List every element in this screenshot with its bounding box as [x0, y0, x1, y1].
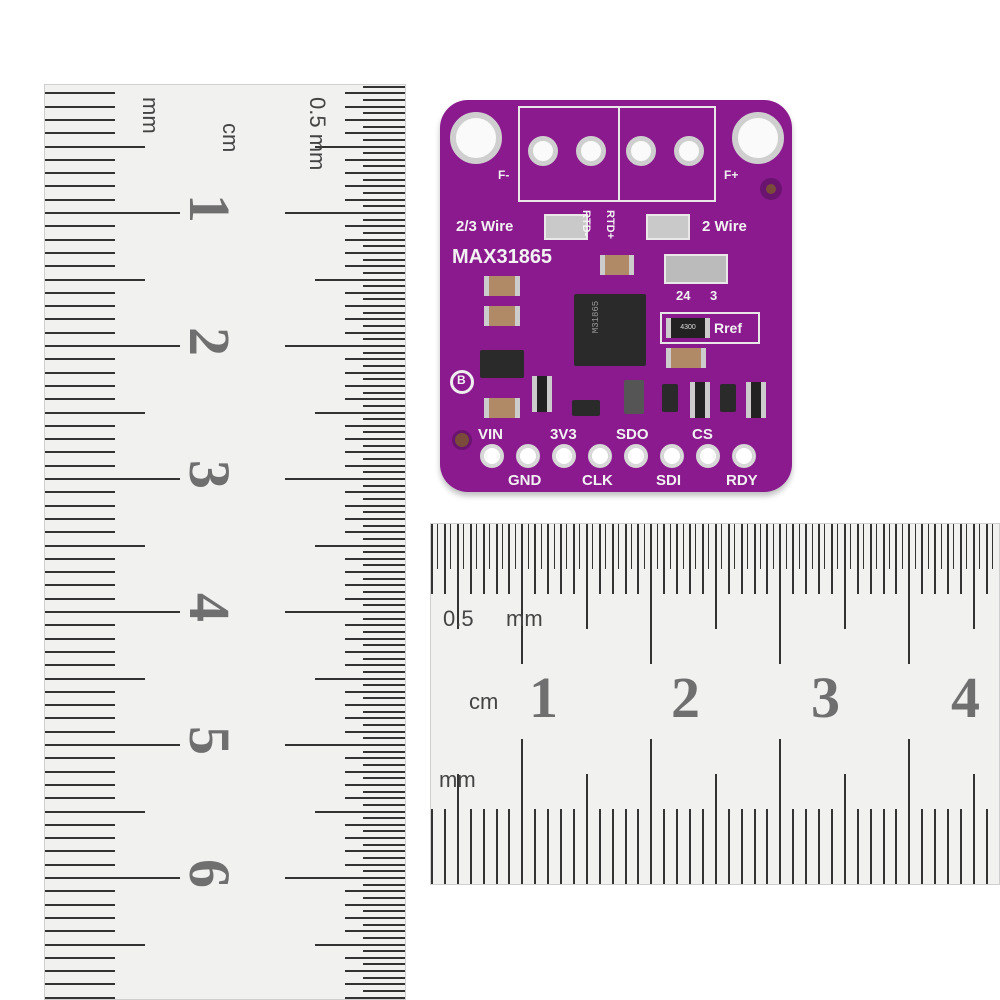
label-3v3: 3V3	[550, 426, 577, 443]
rref-resistor: 4300	[666, 318, 710, 338]
header-jumper-24-3	[664, 254, 728, 284]
vertical-ruler: mm cm 0.5 mm 1 2 3 4 5 6	[44, 84, 406, 1000]
ruler-unit-cm: cm	[218, 123, 243, 153]
pin-cs	[696, 444, 720, 468]
ic-marking: M31865	[591, 300, 602, 334]
mount-hole-right	[732, 112, 784, 164]
label-rdy: RDY	[726, 472, 758, 489]
voltage-regulator	[480, 350, 524, 378]
pin-gnd	[516, 444, 540, 468]
horizontal-ruler: 0.5 mm cm mm 1 2 3 4	[430, 523, 1000, 885]
ruler-label-5: 5	[177, 726, 242, 755]
max31865-board: F- F+ 2/3 Wire RTD- RTD+ 2 Wire MAX31865…	[440, 100, 792, 492]
label-vin: VIN	[478, 426, 504, 443]
terminal-pad-4	[674, 136, 704, 166]
label-rtd-plus: RTD+	[604, 210, 616, 240]
pin-vin	[480, 444, 504, 468]
label-2-wire: 2 Wire	[702, 218, 747, 235]
label-f-plus: F+	[724, 168, 739, 182]
label-rtd-minus: RTD-	[580, 210, 592, 237]
capacitor	[484, 306, 520, 326]
ruler-unit-mm-bottom: mm	[439, 767, 476, 792]
ruler-unit-half: 0.5	[443, 606, 474, 631]
label-clk: CLK	[582, 472, 613, 489]
label-2-3-wire: 2/3 Wire	[456, 218, 514, 235]
logo-b-text: B	[457, 373, 466, 387]
ruler-label-4: 4	[177, 593, 242, 622]
pin-3v3	[552, 444, 576, 468]
capacitor	[666, 348, 706, 368]
jumper-2-wire	[646, 214, 690, 240]
capacitor	[600, 255, 634, 275]
mount-hole-left	[450, 112, 502, 164]
pin-rdy	[732, 444, 756, 468]
ruler-label-4: 4	[951, 665, 980, 730]
ruler-unit-mm-top: mm	[506, 606, 543, 631]
rref-outline	[660, 312, 760, 344]
logo-b-icon	[450, 370, 474, 394]
resistor-103	[532, 376, 552, 412]
jumper-2-3-wire	[544, 214, 588, 240]
ruler-unit-half-mm: 0.5 mm	[305, 97, 330, 171]
max31865-ic: M31865	[574, 294, 646, 366]
diode	[662, 384, 678, 412]
fiducial	[760, 178, 782, 200]
capacitor	[484, 276, 520, 296]
terminal-pad-3	[626, 136, 656, 166]
ruler-label-1: 1	[177, 194, 242, 223]
fiducial	[452, 430, 472, 450]
ruler-unit-cm: cm	[469, 689, 499, 714]
board-title: MAX31865	[452, 246, 553, 268]
ruler-label-2: 2	[177, 327, 242, 356]
ruler-label-1: 1	[529, 665, 558, 730]
resistor-103	[746, 382, 766, 418]
label-sdo: SDO	[616, 426, 649, 443]
capacitor	[484, 398, 520, 418]
label-f-minus: F-	[498, 168, 510, 182]
label-gnd: GND	[508, 472, 542, 489]
terminal-pad-2	[576, 136, 606, 166]
terminal-block-outline	[518, 106, 716, 202]
label-24: 24	[676, 288, 691, 303]
ruler-label-2: 2	[671, 665, 700, 730]
label-rref: Rref	[714, 320, 743, 336]
pin-sdi	[660, 444, 684, 468]
ruler-label-3: 3	[811, 665, 840, 730]
label-3: 3	[710, 288, 718, 303]
component	[624, 380, 644, 414]
label-cs: CS	[692, 426, 713, 443]
terminal-divider	[618, 106, 620, 202]
diode	[720, 384, 736, 412]
ruler-label-6: 6	[177, 859, 242, 888]
transistor	[572, 400, 600, 416]
pin-sdo	[624, 444, 648, 468]
pin-clk	[588, 444, 612, 468]
label-sdi: SDI	[656, 472, 682, 489]
resistor-103	[690, 382, 710, 418]
ruler-unit-mm: mm	[138, 97, 163, 134]
ruler-label-3: 3	[177, 460, 242, 489]
terminal-pad-1	[528, 136, 558, 166]
